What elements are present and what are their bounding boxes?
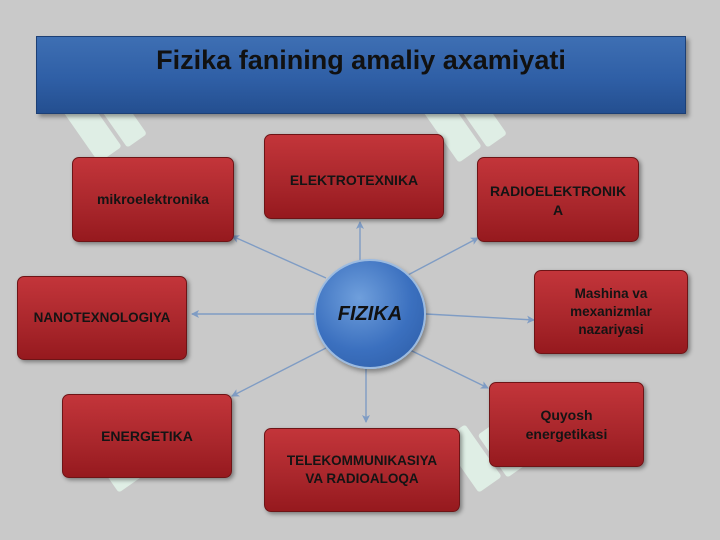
node-energetika-label: ENERGETIKA (101, 427, 193, 444)
node-nanotexnologiya: NANOTEXNOLOGIYA (17, 276, 187, 360)
arrow-to-radioelektronika (405, 237, 479, 277)
arrow-to-quyosh (409, 349, 489, 389)
center-label: FIZIKA (337, 303, 403, 325)
node-radioelektronika-label: RADIOELEKTRONIK A (489, 183, 627, 218)
center-node-fizika: FIZIKA (314, 259, 426, 369)
title-banner: Fizika fanining amaliy axamiyati (36, 36, 686, 114)
node-mikroelektronika: mikroelektronika (72, 157, 234, 242)
node-mikroelektronika-label: mikroelektronika (96, 191, 210, 208)
node-radioelektronika: RADIOELEKTRONIK A (477, 157, 639, 242)
node-telekom-label: TELEKOMMUNIKASIYA VA RADIOALOQA (286, 452, 438, 486)
node-quyosh-energetikasi: Quyosh energetikasi (489, 382, 644, 467)
node-mashina-mexanizmlar: Mashina va mexanizmlar nazariyasi (534, 270, 688, 354)
arrow-to-mikroelektronika (231, 235, 327, 279)
node-elektrotexnika: ELEKTROTEXNIKA (264, 134, 444, 219)
node-nanotexnologiya-label: NANOTEXNOLOGIYA (33, 309, 171, 325)
arrow-to-energetika (231, 347, 327, 397)
node-quyosh-label: Quyosh energetikasi (525, 406, 608, 442)
slide-title: Fizika fanining amaliy axamiyati (156, 45, 566, 75)
node-energetika: ENERGETIKA (62, 394, 232, 478)
node-telekommunikasiya: TELEKOMMUNIKASIYA VA RADIOALOQA (264, 428, 460, 512)
node-elektrotexnika-label: ELEKTROTEXNIKA (289, 172, 419, 188)
node-mashina-label: Mashina va mexanizmlar nazariyasi (570, 285, 652, 338)
arrow-to-mashina (425, 313, 535, 324)
